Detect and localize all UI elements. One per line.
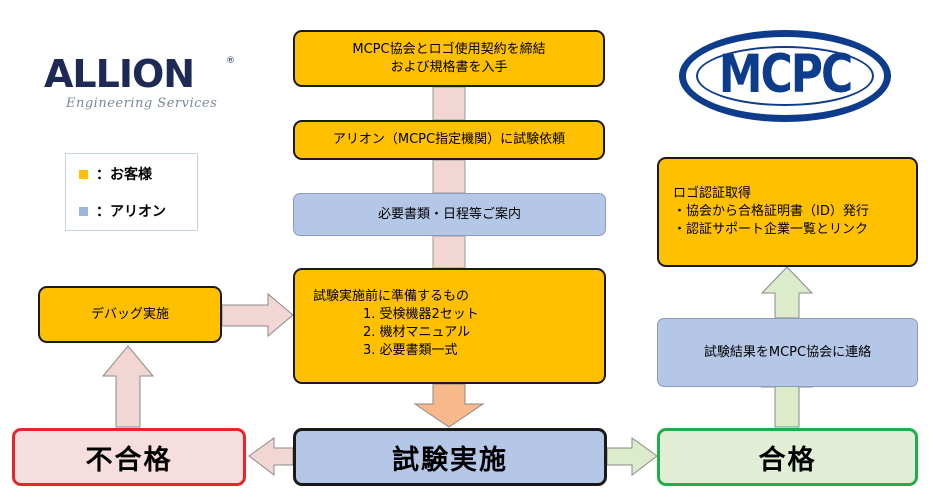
debug-label: デバッグ実施	[90, 306, 169, 322]
report-box: 試験結果をMCPC協会に連絡	[657, 318, 918, 387]
legend-swatch-allion	[79, 206, 88, 216]
connector-step1-step2	[432, 86, 466, 121]
certification-item-1: ・協会から合格証明書（ID）発行	[673, 204, 869, 219]
certification-box: ロゴ認証取得 ・協会から合格証明書（ID）発行 ・認証サポート企業一覧とリンク	[657, 157, 918, 267]
allion-logo-tagline: Engineering Services	[66, 96, 218, 111]
step-guidance-box: 必要書類・日程等ご案内	[293, 193, 606, 236]
registered-mark: ®	[226, 56, 235, 66]
step-request-box: アリオン（MCPC指定機関）に試験依頼	[293, 120, 605, 160]
prep-item-1: 1. 受検機器2セット	[363, 307, 479, 322]
debug-box: デバッグ実施	[38, 286, 222, 343]
certification-title: ロゴ認証取得	[673, 186, 752, 201]
pass-label: 合格	[758, 444, 817, 476]
arrow-fail-to-debug	[101, 345, 155, 428]
test-execution-label: 試験実施	[392, 444, 508, 476]
arrow-report-to-cert	[760, 266, 814, 319]
step-preparation-title: 試験実施前に準備するもの	[313, 289, 470, 304]
connector-step3-step4	[432, 235, 466, 269]
mcpc-logo-wordmark: MCPC	[718, 43, 854, 106]
step-guidance-label: 必要書類・日程等ご案内	[377, 206, 521, 222]
step-contract-line2: および規格書を入手	[390, 59, 508, 75]
test-execution-box: 試験実施	[293, 428, 607, 486]
step-contract-box: MCPC協会とロゴ使用契約を締結 および規格書を入手	[293, 30, 605, 87]
certification-item-2: ・認証サポート企業一覧とリンク	[673, 222, 869, 237]
legend-swatch-customer	[79, 169, 88, 179]
mcpc-logo: MCPC	[679, 30, 891, 122]
legend: ：お客様 ：アリオン	[65, 153, 198, 231]
connector-step2-step3	[432, 159, 466, 194]
mcpc-logo-oval	[679, 30, 891, 122]
legend-label-customer: ：お客様	[96, 167, 152, 183]
step-preparation-box: 試験実施前に準備するもの 1. 受検機器2セット 2. 機材マニュアル 3. 必…	[293, 268, 606, 384]
pass-box: 合格	[657, 428, 918, 486]
arrow-test-to-fail	[248, 437, 294, 477]
legend-item-allion: ：アリオン	[79, 201, 166, 221]
step-request-label: アリオン（MCPC指定機関）に試験依頼	[332, 132, 566, 147]
arrow-down-to-test	[413, 383, 485, 428]
fail-label: 不合格	[85, 444, 173, 476]
report-label: 試験結果をMCPC協会に連絡	[703, 344, 872, 360]
allion-logo: ALLION ® Engineering Services	[44, 52, 244, 122]
legend-item-customer: ：お客様	[79, 164, 152, 184]
legend-label-allion: ：アリオン	[96, 204, 166, 220]
arrow-debug-to-prep	[221, 292, 294, 338]
allion-logo-wordmark: ALLION	[44, 52, 195, 96]
prep-item-3: 3. 必要書類一式	[363, 343, 458, 358]
prep-item-2: 2. 機材マニュアル	[363, 325, 471, 340]
fail-box: 不合格	[12, 428, 246, 486]
step-contract-line1: MCPC協会とロゴ使用契約を締結	[352, 41, 546, 57]
arrow-test-to-pass	[606, 437, 658, 477]
